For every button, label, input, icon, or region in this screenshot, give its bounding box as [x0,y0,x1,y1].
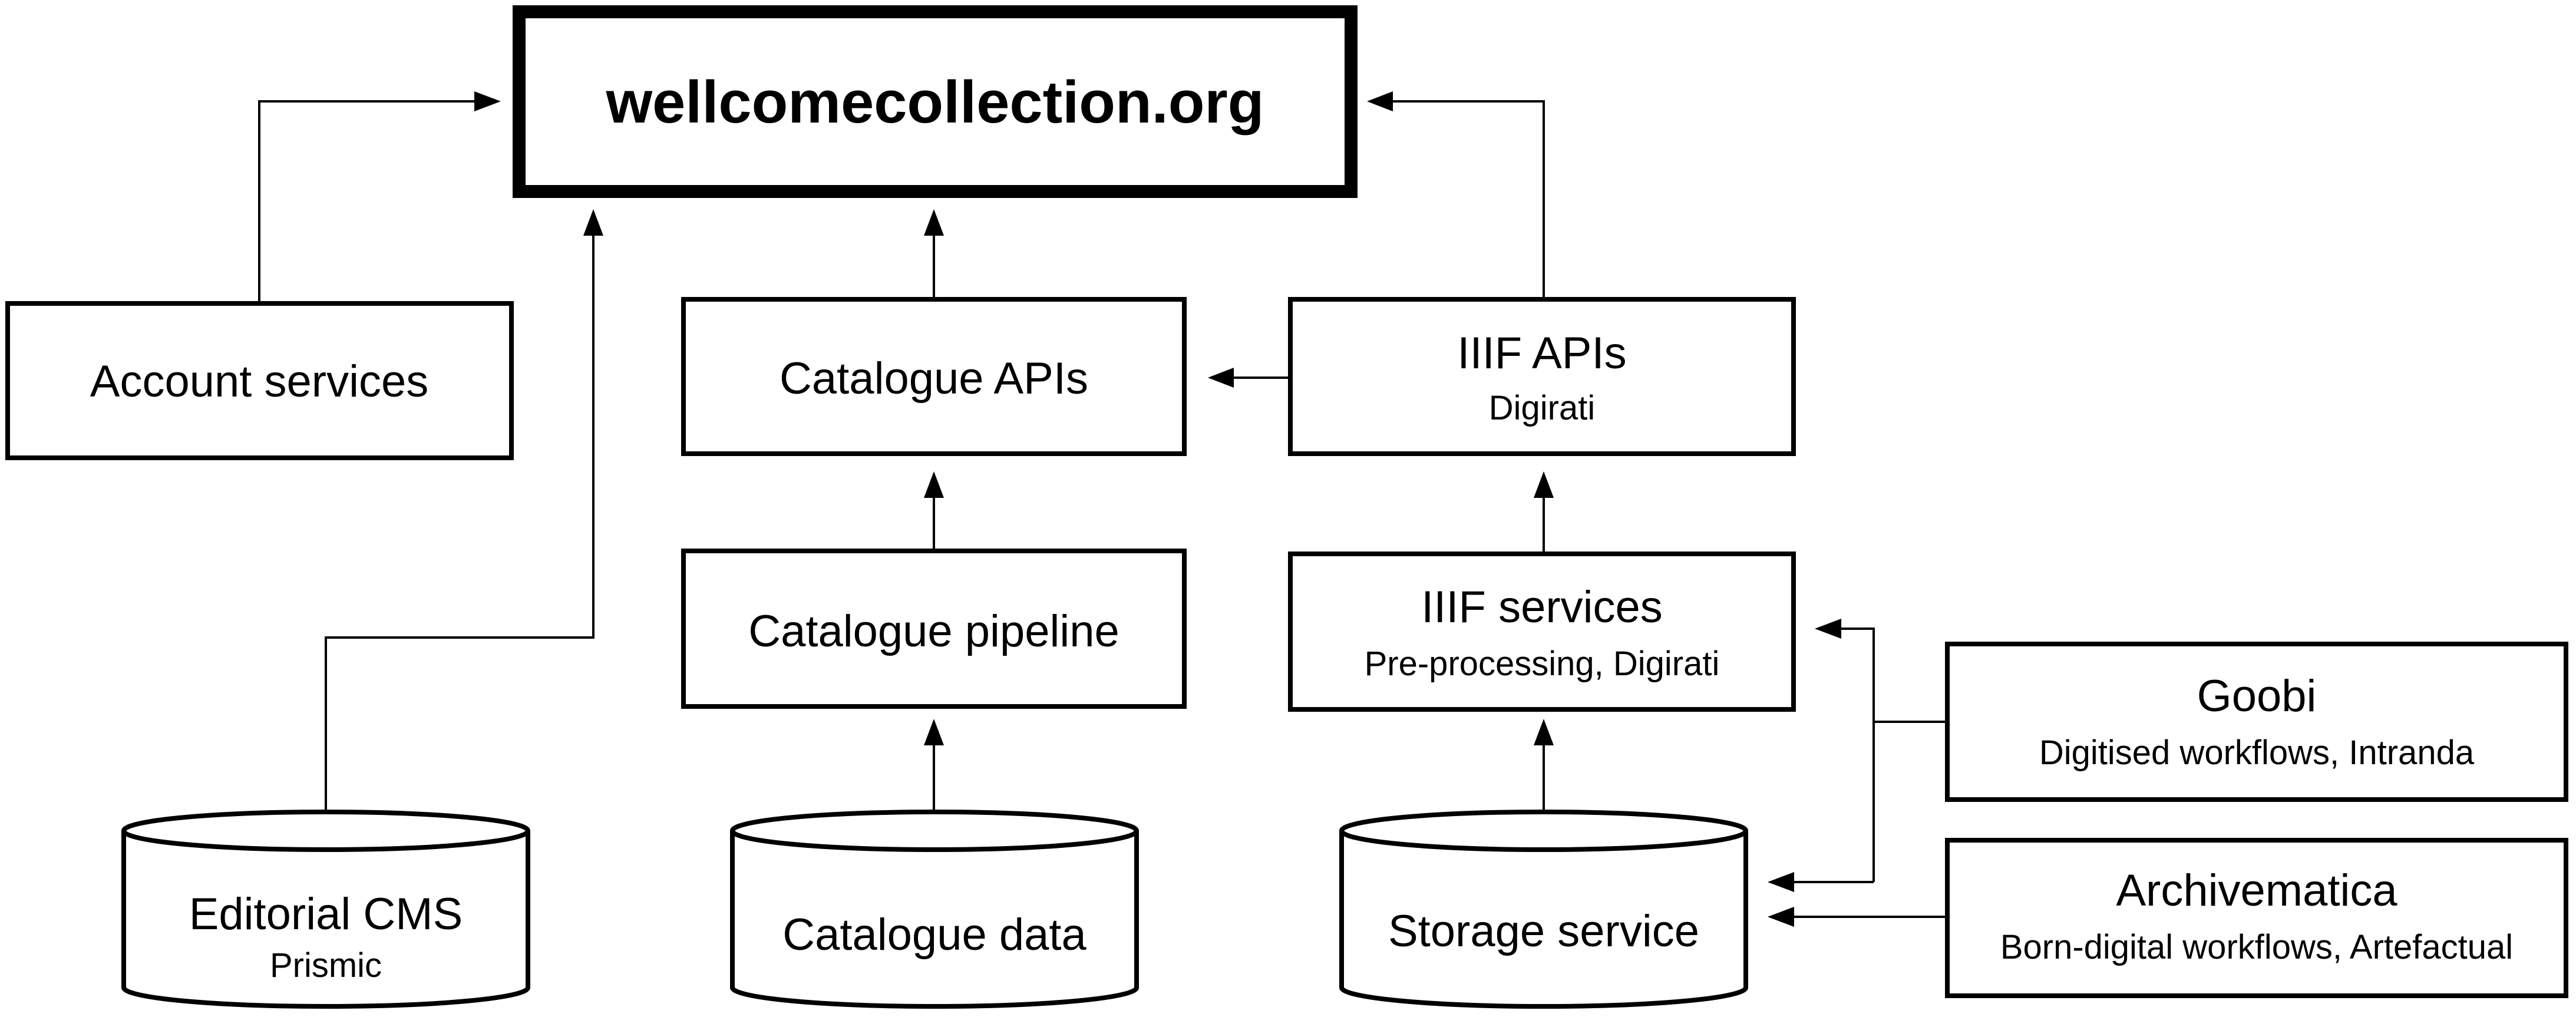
connectors [258,91,1947,927]
catalogue-data-label: Catalogue data [782,910,1086,960]
node-editorial-cms: Editorial CMS Prismic [121,810,530,1009]
arrowhead [924,719,944,745]
catalogue-data-cylinder [730,810,1139,1009]
node-archivematica: Archivematica Born-digital workflows, Ar… [1945,838,2568,998]
editorial-cms-cylinder [121,810,530,1009]
cylinder-top-rim [121,830,530,852]
arrowhead [474,91,501,111]
node-account-services: Account services [5,301,514,460]
website-label: wellcomecollection.org [606,70,1264,136]
iiif-apis-box [1288,297,1796,456]
arrowhead [1768,872,1794,892]
storage-service-cylinder [1339,810,1748,1009]
catalogue-apis-box [681,297,1187,456]
iiif-services-sub: Pre-processing, Digirati [1365,645,1720,683]
connector-editorial-cms-to-website [325,236,595,812]
account-services-label: Account services [90,356,428,407]
connector-account-services-to-website [258,100,474,303]
iiif-services-label: IIIF services [1421,582,1663,632]
storage-service-label: Storage service [1388,906,1699,956]
editorial-cms-sub: Prismic [270,946,382,985]
iiif-apis-sub: Digirati [1489,389,1596,427]
arrowhead [1534,471,1554,498]
node-goobi: Goobi Digitised workflows, Intranda [1945,642,2568,802]
arrowhead [1367,91,1393,111]
node-catalogue-pipeline: Catalogue pipeline [681,549,1187,709]
arrowhead [1534,719,1554,745]
node-iiif-apis: IIIF APIs Digirati [1288,297,1796,456]
arrowhead [1815,619,1841,639]
goobi-sub: Digitised workflows, Intranda [2039,734,2475,772]
node-website: wellcomecollection.org [513,5,1358,198]
catalogue-pipeline-label: Catalogue pipeline [748,606,1119,656]
iiif-services-box [1288,552,1796,712]
connector-iiif-apis-to-website [1393,100,1545,299]
account-services-box [5,301,514,460]
arrowhead [1768,907,1794,927]
archivematica-label: Archivematica [2116,866,2397,916]
node-iiif-services: IIIF services Pre-processing, Digirati [1288,552,1796,712]
archivematica-box [1945,838,2568,998]
editorial-cms-label: Editorial CMS [189,889,463,939]
cylinder-top-rim [1339,830,1748,852]
arrowhead [1208,368,1234,388]
arrowhead [924,471,944,498]
arrowhead [583,209,603,236]
website-box [513,5,1358,198]
node-catalogue-data: Catalogue data [730,810,1139,1009]
goobi-label: Goobi [2197,671,2317,721]
node-catalogue-apis: Catalogue APIs [681,297,1187,456]
connector-goobi-to-iiif-services [1841,628,1875,882]
arrowhead [924,209,944,236]
node-storage-service: Storage service [1339,810,1748,1009]
catalogue-pipeline-box [681,549,1187,709]
catalogue-apis-label: Catalogue APIs [780,354,1088,404]
goobi-box [1945,642,2568,802]
archivematica-sub: Born-digital workflows, Artefactual [2000,928,2513,966]
cylinder-top-rim [730,830,1139,852]
iiif-apis-label: IIIF APIs [1457,328,1626,378]
